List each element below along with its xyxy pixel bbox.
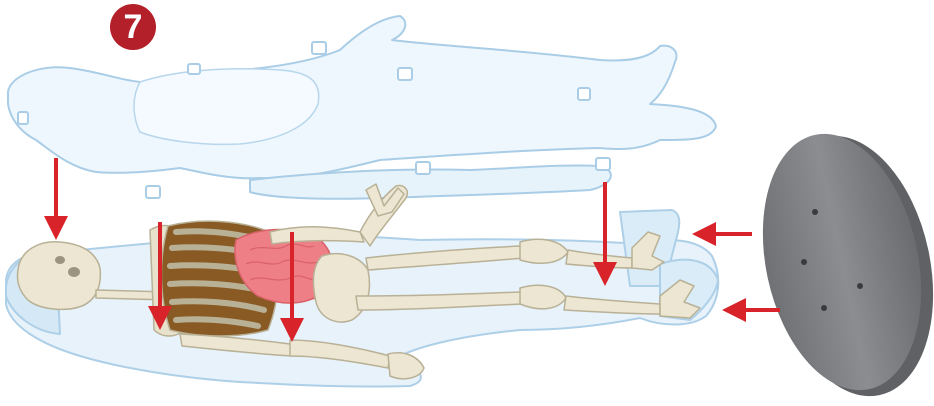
plate-hole bbox=[812, 209, 818, 215]
plate-hole bbox=[857, 283, 863, 289]
upper-body-shell bbox=[8, 16, 716, 199]
plate-hole bbox=[821, 305, 827, 311]
step-number-badge: 7 bbox=[110, 4, 156, 50]
plate-hole bbox=[801, 259, 807, 265]
base-plate bbox=[741, 119, 934, 401]
